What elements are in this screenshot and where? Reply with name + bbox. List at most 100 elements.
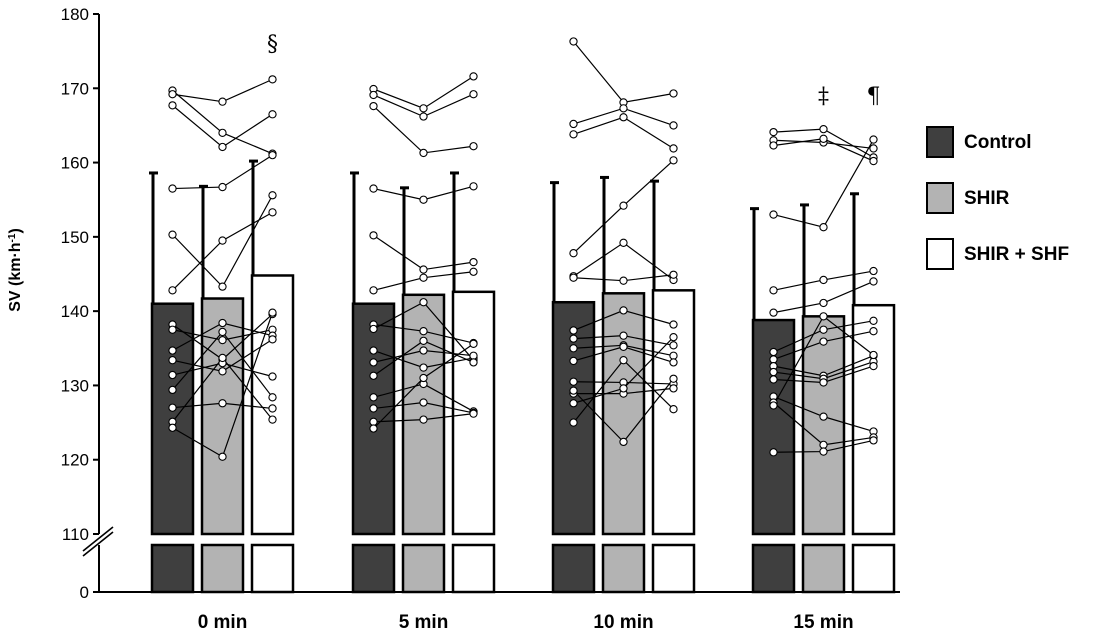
x-category-label: 0 min: [198, 612, 248, 632]
subject-point: [669, 144, 678, 153]
subject-point: [419, 148, 428, 158]
significance-mark: ¶: [867, 84, 881, 109]
subject-point: [218, 128, 227, 138]
subject-point: [619, 238, 628, 247]
subject-point: [869, 144, 878, 153]
subject-point: [369, 101, 378, 111]
legend-swatch-control: [926, 126, 954, 158]
x-category-label: 10 min: [593, 612, 653, 632]
subject-point: [869, 266, 878, 276]
subject-point: [619, 437, 628, 447]
subject-point: [769, 127, 778, 137]
subject-point: [469, 142, 478, 151]
y-tick-label: 130: [61, 376, 89, 395]
subject-point: [869, 350, 878, 360]
legend-swatch-shir-shf: [926, 238, 954, 270]
subject-point: [369, 231, 378, 240]
subject-point: [669, 351, 678, 360]
subject-point: [769, 347, 778, 357]
subject-point: [168, 230, 177, 239]
subject-point: [168, 346, 177, 355]
subject-point: [218, 353, 227, 363]
subject-point: [268, 335, 277, 344]
subject-point: [569, 130, 578, 139]
subject-point: [369, 358, 378, 367]
subject-point: [819, 312, 828, 321]
subject-point: [268, 308, 277, 317]
subject-point: [569, 37, 578, 46]
subject-point: [569, 344, 578, 353]
bar-4-2: [801, 315, 846, 536]
subject-point: [469, 339, 478, 348]
subject-point: [869, 316, 878, 325]
subject-point: [819, 412, 828, 421]
legend: Control SHIR SHIR + SHF: [926, 126, 1086, 294]
subject-point: [419, 346, 428, 355]
subject-point: [218, 182, 227, 192]
subject-point: [469, 351, 478, 360]
subject-point: [769, 141, 778, 150]
subject-line: [773, 139, 875, 228]
subject-point: [369, 417, 378, 426]
subject-point: [769, 308, 778, 317]
subject-point: [769, 367, 778, 377]
subject-point: [168, 423, 177, 432]
subject-point: [819, 378, 828, 387]
subject-point: [819, 134, 828, 143]
subject-point: [469, 90, 478, 99]
subject-point: [569, 399, 578, 408]
subject-point: [819, 223, 828, 232]
subject-point: [369, 424, 378, 433]
subject-point: [419, 336, 428, 346]
bars-layer: [150, 274, 896, 594]
subject-point: [469, 358, 478, 367]
y-tick-label: 170: [61, 79, 89, 98]
subject-point: [218, 282, 227, 291]
significance-annotations: §‡¶: [267, 32, 881, 109]
subject-point: [419, 112, 428, 121]
subject-point: [168, 403, 177, 412]
subject-point: [669, 341, 678, 350]
subject-point: [218, 97, 227, 106]
subject-point: [869, 277, 878, 286]
subject-point: [819, 275, 828, 285]
subject-point: [268, 208, 277, 217]
subject-line: [573, 116, 674, 149]
subject-point: [369, 90, 378, 100]
subject-point: [669, 358, 678, 367]
subject-point: [619, 104, 628, 113]
subject-point: [168, 325, 177, 334]
subject-point: [218, 452, 227, 461]
subject-point: [268, 150, 277, 160]
subject-point: [569, 356, 578, 366]
legend-item-shir: SHIR: [926, 182, 1086, 216]
subject-point: [369, 286, 378, 295]
subject-point: [569, 273, 578, 282]
subject-point: [268, 415, 277, 424]
subject-point: [168, 385, 177, 395]
subject-point: [619, 342, 628, 351]
subject-point: [218, 399, 227, 408]
bar-base-3-1: [551, 543, 596, 594]
subject-point: [419, 195, 428, 204]
subject-point: [419, 373, 428, 383]
subject-point: [218, 142, 227, 152]
y-tick-label: 150: [61, 228, 89, 247]
subject-point: [469, 72, 478, 81]
subject-point: [669, 320, 678, 329]
legend-label-shir: SHIR: [964, 188, 1010, 209]
subject-point: [669, 121, 678, 130]
subject-point: [419, 298, 428, 307]
subject-point: [218, 367, 227, 376]
subject-point: [569, 249, 578, 258]
subject-line: [373, 234, 474, 271]
subject-line: [373, 75, 474, 110]
y-tick-label: 160: [61, 154, 89, 173]
subject-point: [419, 398, 428, 407]
subject-point: [168, 286, 177, 295]
subject-point: [419, 363, 428, 372]
subject-point: [669, 89, 678, 98]
y-tick-label: 120: [61, 451, 89, 470]
